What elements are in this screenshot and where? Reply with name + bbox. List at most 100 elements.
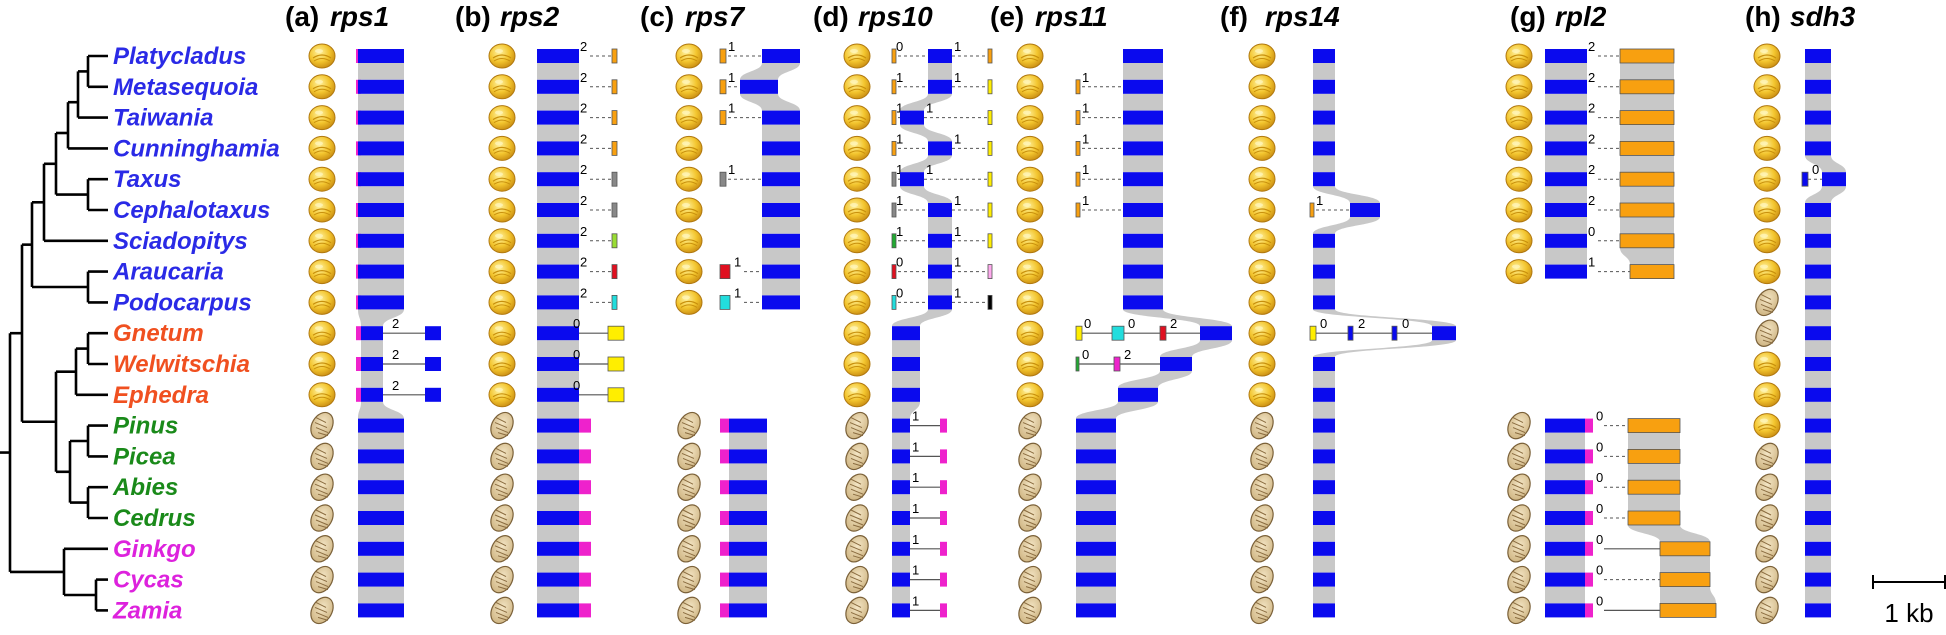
exon-block (987, 110, 993, 125)
plastid-icon (1505, 104, 1533, 131)
phase-number: 0 (1596, 593, 1603, 608)
plastid-icon (488, 104, 516, 131)
gene-block (928, 49, 952, 63)
exon-block (720, 480, 729, 495)
mitochondrion-icon (672, 500, 706, 536)
gene-block (928, 264, 952, 279)
gene-block (358, 449, 404, 464)
plastid-icon (843, 289, 871, 315)
gene-block (1545, 141, 1587, 156)
plastid-icon (1753, 259, 1781, 285)
gene-block (1805, 264, 1831, 279)
phase-number: 0 (1084, 316, 1091, 331)
exon-block (1111, 325, 1125, 341)
exon-block (611, 202, 618, 218)
phase-number: 1 (912, 439, 919, 454)
phase-number: 2 (580, 162, 587, 177)
exon-block (987, 171, 993, 187)
mitochondrion-icon (1013, 469, 1047, 505)
synteny-link (537, 155, 579, 173)
gene-block (537, 49, 579, 63)
exon-block (720, 511, 729, 525)
synteny-link (762, 247, 800, 265)
mitochondrion-icon (840, 561, 874, 598)
plastid-icon (1505, 135, 1533, 161)
synteny-link (1545, 217, 1587, 234)
gene-block (537, 511, 579, 525)
taxon-label: Cedrus (113, 505, 196, 532)
gene-block (1313, 233, 1335, 248)
synteny-link (892, 371, 920, 388)
gene-block (1123, 141, 1163, 156)
gene-block (1123, 49, 1163, 63)
synteny-link (1123, 93, 1163, 111)
gene-block (1805, 480, 1831, 495)
exon-block (720, 603, 729, 618)
phase-number: 2 (1588, 131, 1595, 146)
taxon-label: Sciadopitys (113, 228, 248, 255)
mitochondrion-icon (1502, 531, 1536, 567)
mitochondrion-icon (1750, 469, 1784, 505)
gene-block (358, 141, 404, 156)
mitochondrion-icon (1502, 592, 1536, 629)
gene-block (928, 203, 952, 217)
synteny-link (1313, 247, 1335, 265)
phase-number: 2 (1124, 347, 1131, 362)
gene-block (1076, 511, 1116, 525)
panel-gene-name: sdh3 (1790, 1, 1856, 32)
gene-block (1123, 203, 1163, 217)
gene-block (1805, 79, 1831, 94)
panel-letter: (b) (455, 1, 491, 32)
panel-letter: (g) (1510, 1, 1546, 32)
phase-number: 1 (954, 285, 961, 300)
synteny-link (1620, 63, 1674, 80)
gene-block (1805, 603, 1831, 618)
gene-block (900, 172, 924, 187)
exon-block (940, 541, 947, 556)
plastid-icon (1016, 104, 1044, 131)
exon-block (719, 48, 727, 64)
phase-number: 0 (1596, 470, 1603, 485)
mitochondrion-icon (672, 438, 706, 475)
synteny-link (537, 494, 579, 511)
synteny-link (729, 586, 767, 604)
plastid-icon (308, 228, 336, 254)
gene-block (1545, 172, 1587, 187)
gene-block (1123, 233, 1163, 248)
gene-block (762, 295, 800, 310)
synteny-link (729, 494, 767, 511)
synteny-link (537, 217, 579, 234)
synteny-link (358, 494, 404, 511)
exon-block (987, 140, 993, 156)
synteny-link (1628, 463, 1680, 481)
panel-gene-name: rps14 (1265, 1, 1340, 32)
synteny-link (892, 401, 920, 419)
mitochondrion-icon (485, 500, 519, 536)
plastid-icon (675, 228, 703, 254)
phase-number: 2 (580, 131, 587, 146)
phase-number: 1 (912, 532, 919, 547)
mitochondrion-icon (305, 561, 339, 598)
phase-number: 2 (1170, 316, 1177, 331)
synteny-link (1620, 93, 1674, 111)
gene-block (1313, 480, 1335, 495)
synteny-link (1123, 186, 1163, 203)
gene-block (537, 264, 579, 279)
phase-number: 1 (954, 39, 961, 54)
synteny-link (358, 186, 404, 203)
exon-block (1619, 171, 1675, 187)
mitochondrion-icon (1013, 500, 1047, 536)
mitochondrion-icon (672, 469, 706, 505)
phase-number: 1 (926, 101, 933, 116)
plastid-icon (1753, 197, 1781, 223)
exon-block (719, 79, 727, 95)
plastid-icon (488, 259, 516, 285)
exon-block (720, 418, 729, 433)
exon-block (1075, 110, 1081, 125)
gene-block (900, 110, 924, 125)
exon-block (611, 171, 618, 187)
phase-number: 2 (580, 70, 587, 85)
plastid-icon (1248, 74, 1276, 100)
scale-bar: 1 kb (1872, 575, 1946, 628)
plastid-icon (1248, 43, 1276, 69)
